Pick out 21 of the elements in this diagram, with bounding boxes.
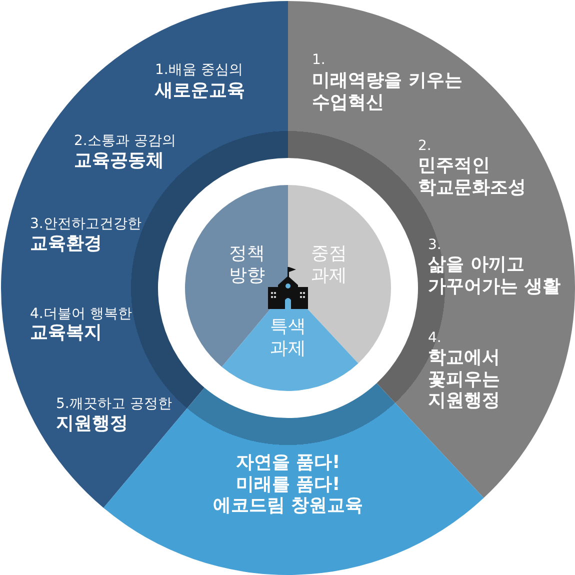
slice-label: 특색 과제: [269, 316, 307, 360]
item-number-text: 1.: [312, 52, 326, 69]
item-title: 자연을 품다! 미래를 품다! 에코드림 창원교육: [212, 452, 364, 517]
item-title: 교육환경: [30, 233, 102, 255]
item-title: 학교에서 꽃피우는 지원행정: [428, 347, 501, 412]
item-number-text: 3.안전하고건강한: [30, 216, 142, 233]
item-title: 새로운교육: [155, 80, 245, 102]
item-title: 미래역량을 키우는 수업혁신: [312, 70, 464, 114]
item-number-text: 2.: [418, 138, 432, 155]
item-title: 교육공동체: [74, 150, 164, 172]
item-title: 지원행정: [56, 413, 128, 435]
slice-label: 정책 방향: [228, 243, 266, 286]
item-number-text: 4.더불어 행복한: [30, 306, 132, 323]
item-number-text: 3.: [428, 237, 442, 254]
item-number-text: 1.배움 중심의: [155, 62, 243, 79]
item-title: 민주적인 학교문화조성: [418, 155, 527, 198]
item-number-text: 5.깨끗하고 공정한: [56, 396, 172, 413]
item-title: 교육복지: [30, 322, 102, 344]
item-title: 삶을 아끼고 가꾸어가는 생활: [428, 254, 562, 298]
item-number-text: 2.소통과 공감의: [74, 133, 176, 150]
item-number-text: 4.: [428, 330, 442, 347]
